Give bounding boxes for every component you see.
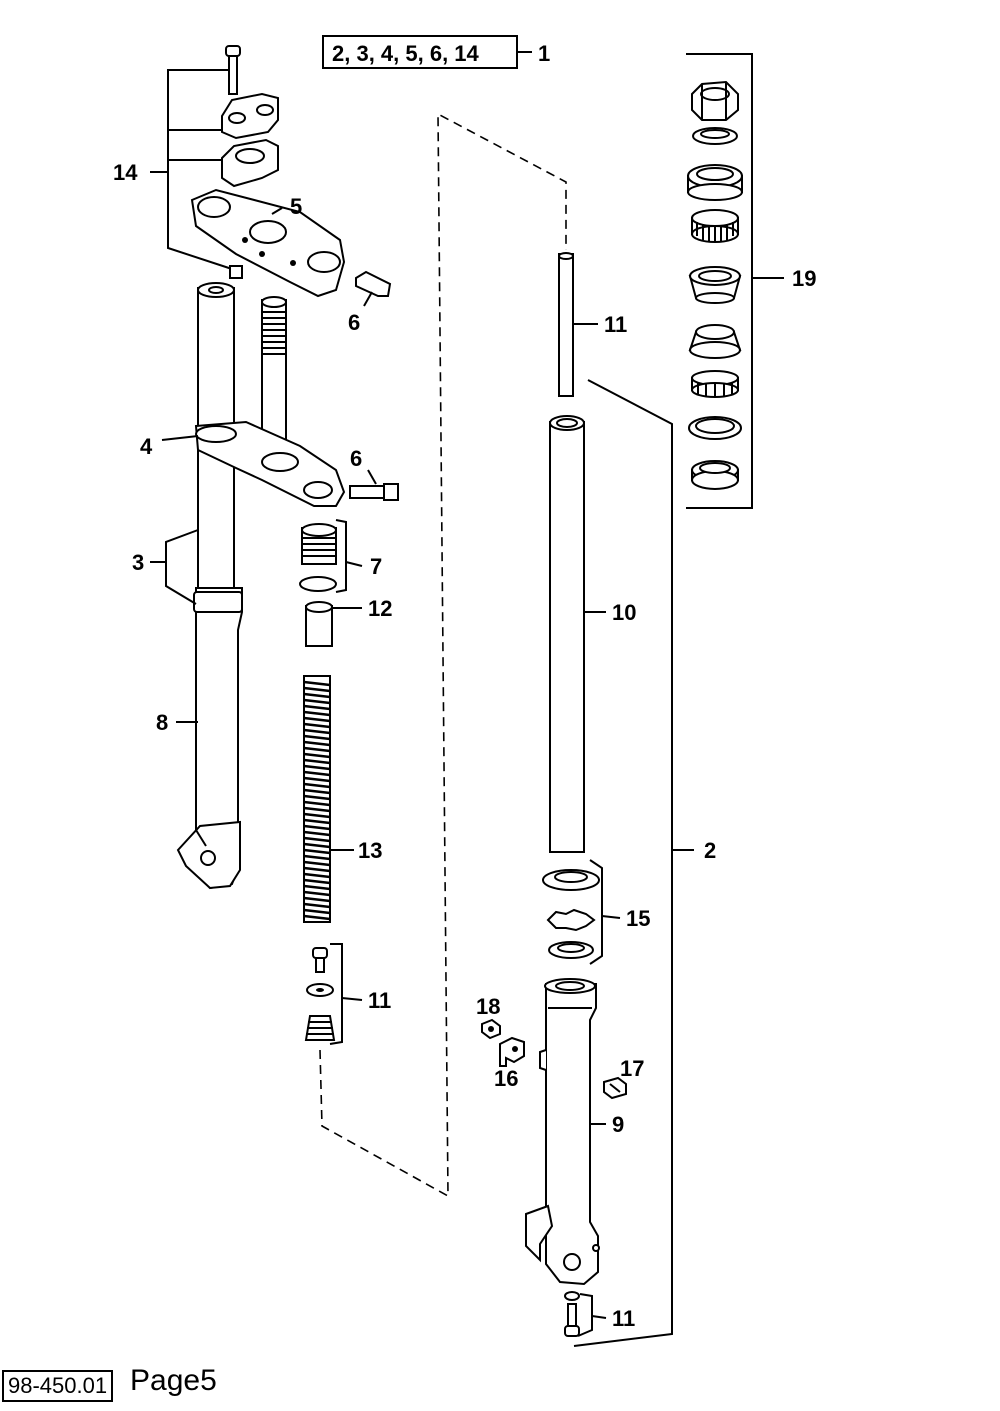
bottom-bolt-set: 11 <box>564 1291 635 1337</box>
callout-7: 7 <box>370 554 382 579</box>
callout-13: 13 <box>358 838 382 863</box>
spring-coil <box>303 806 331 813</box>
spring-coil <box>303 818 331 825</box>
spring-coil <box>303 758 331 765</box>
handlebar-clamp-upper <box>221 92 279 140</box>
spring-coil <box>303 776 331 783</box>
callout-6-upper: 6 <box>348 310 360 335</box>
spring-coil <box>303 872 331 879</box>
spring-coil <box>303 734 331 741</box>
callout-5: 5 <box>290 194 302 219</box>
spring-coil <box>303 896 331 903</box>
spring-coil <box>303 782 331 789</box>
callout-11-tube: 11 <box>604 312 627 337</box>
inner-fork-tube: 10 <box>549 415 636 853</box>
spring-coil <box>303 740 331 747</box>
pinch-bolt-upper: 6 <box>348 270 392 335</box>
spring-coil <box>303 710 331 717</box>
spring-coil <box>303 908 331 915</box>
callout-1: 1 <box>538 41 550 66</box>
spring-coil <box>303 722 331 729</box>
kit-parts-label: 2, 3, 4, 5, 6, 14 <box>332 41 480 66</box>
spring-coil <box>303 866 331 873</box>
callout-4: 4 <box>140 434 153 459</box>
clip-16: 16 <box>494 1036 525 1091</box>
steering-stem <box>261 296 287 461</box>
kit-callout: 2, 3, 4, 5, 6, 14 1 <box>322 35 550 69</box>
callout-8: 8 <box>156 710 168 735</box>
spring-coil <box>303 884 331 891</box>
spring-coil <box>303 794 331 801</box>
spring-coil <box>303 800 331 807</box>
spring-coil <box>303 728 331 735</box>
handlebar-clamp-lower <box>221 138 279 188</box>
spring-coil <box>303 830 331 837</box>
spring-coil <box>303 764 331 771</box>
spring-coil <box>303 770 331 777</box>
damper-bolt-set: 11 <box>304 943 391 1045</box>
callout-10: 10 <box>612 600 636 625</box>
left-fork-assembly <box>176 282 243 890</box>
drawing-number: 98-450.01 <box>2 1370 114 1402</box>
fork-cap-assembly: 7 <box>299 519 382 593</box>
pinch-bolt-lower: 6 <box>349 446 399 501</box>
outer-slider: 9 <box>525 978 624 1286</box>
seal-set: 15 <box>542 859 650 965</box>
spring-coil <box>303 680 331 687</box>
bolt-17: 17 <box>603 1056 644 1100</box>
spring-coil <box>303 848 331 855</box>
callout-19: 19 <box>792 266 816 291</box>
spring-coil <box>303 752 331 759</box>
spring-coil <box>303 824 331 831</box>
callout-12: 12 <box>368 596 392 621</box>
bracket-3: 3 <box>132 529 199 605</box>
top-triple-clamp: 5 <box>190 188 346 298</box>
spring-coil <box>303 842 331 849</box>
spring-coil <box>303 788 331 795</box>
clamp-bolt <box>225 45 241 95</box>
callout-16: 16 <box>494 1066 518 1091</box>
callout-18: 18 <box>476 994 500 1019</box>
callout-2: 2 <box>704 838 716 863</box>
assembly-dashed-line <box>319 112 567 1198</box>
spring-coil <box>303 914 331 921</box>
callout-3: 3 <box>132 550 144 575</box>
callout-11-bottom: 11 <box>612 1306 635 1331</box>
spring-coil <box>303 812 331 819</box>
bracket-2: 2 <box>573 379 716 1347</box>
spring-coil <box>303 746 331 753</box>
spring-coil <box>303 878 331 885</box>
spring-coil <box>303 860 331 867</box>
callout-6-lower: 6 <box>350 446 362 471</box>
spring-coil <box>303 692 331 699</box>
callout-9: 9 <box>612 1112 624 1137</box>
callout-17: 17 <box>620 1056 644 1081</box>
callout-11-spring: 11 <box>368 988 391 1013</box>
spring-coil <box>303 698 331 705</box>
callout-14: 14 <box>113 160 138 185</box>
callout-group-8: 8 <box>156 710 198 735</box>
nut-18: 18 <box>476 994 501 1040</box>
page-label: Page5 <box>130 1364 217 1397</box>
spring-coil <box>303 836 331 843</box>
steering-bearing-set: 19 <box>686 53 816 509</box>
spring-coil <box>303 704 331 711</box>
bracket-14: 14 <box>113 69 236 271</box>
spring-coil <box>303 716 331 723</box>
spring-coil <box>303 854 331 861</box>
callout-15: 15 <box>626 906 650 931</box>
spring-coil <box>303 902 331 909</box>
clamp-nut <box>229 265 243 279</box>
lower-triple-clamp: 4 <box>140 420 346 507</box>
fork-spring: 13 <box>303 675 382 923</box>
spring-coil <box>303 890 331 897</box>
spacer-tube: 12 <box>305 596 392 647</box>
spring-coil <box>303 686 331 693</box>
damper-rod: 11 <box>558 252 627 397</box>
